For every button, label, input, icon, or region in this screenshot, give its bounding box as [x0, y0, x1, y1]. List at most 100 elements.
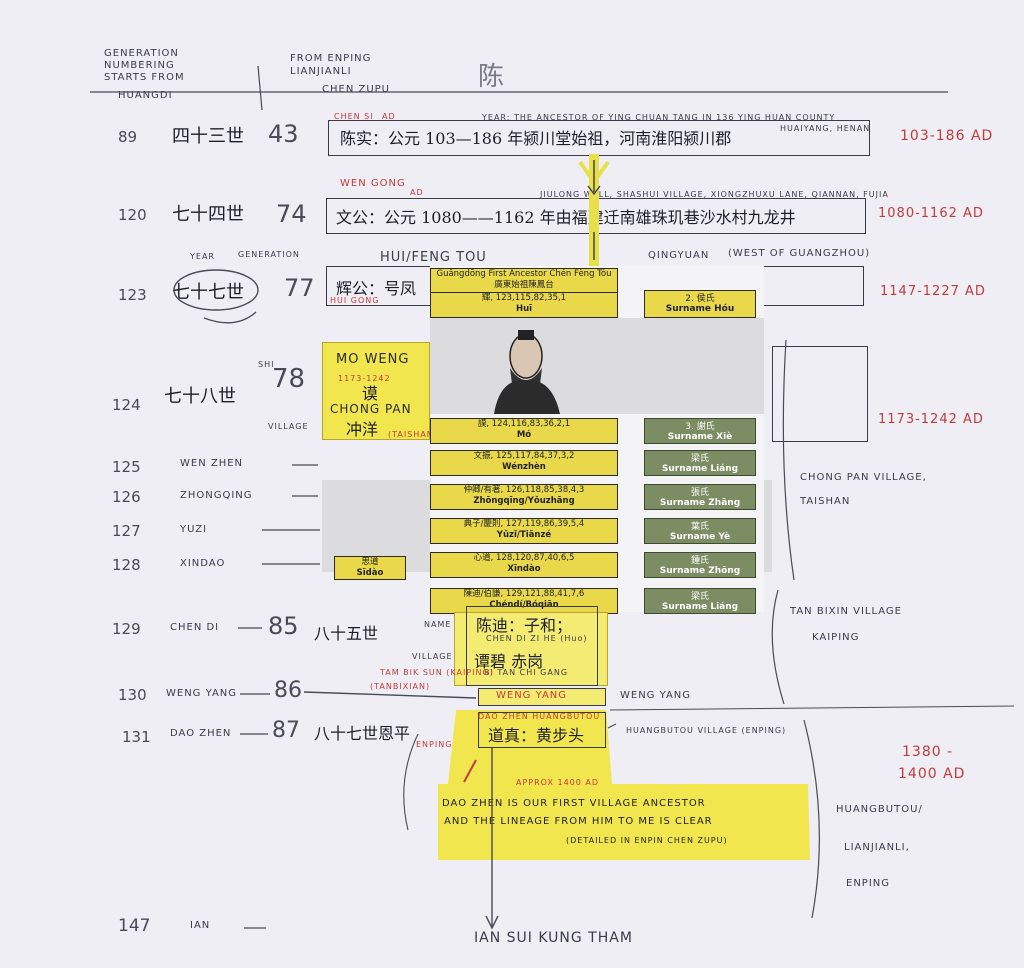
- row-place-note: (WEST OF GUANGZHOU): [728, 248, 871, 259]
- taishan-tag: (TAISHAN): [388, 430, 438, 439]
- name-cn-generation: 八十七世恩平: [314, 724, 411, 743]
- enping-label: ENPING: [416, 740, 453, 749]
- row-generation: 74: [276, 200, 307, 228]
- chen-di-box: [454, 612, 608, 686]
- chen-di-line2: 谭碧 赤岗: [474, 652, 544, 671]
- mo-weng-cn: 谟: [362, 384, 379, 403]
- row-years: 103-186 AD: [900, 128, 994, 144]
- note-line: (DETAILED IN ENPIN CHEN ZUPU): [566, 836, 728, 845]
- row-generation: 78: [272, 364, 306, 394]
- row-note-top: YEAR: THE ANCESTOR OF YING CHUAN TANG IN…: [482, 113, 836, 122]
- name-label: XINDAO: [180, 558, 226, 569]
- row-box-text: 陈实：公元 103—186 年颍川堂始祖，河南淮阳颍川郡: [340, 129, 732, 148]
- village-label-annotation: VILLAGE: [412, 652, 453, 661]
- row-num: 123: [118, 286, 147, 304]
- row-note-top: JIULONG WELL, SHASHUI VILLAGE, XIONGZHUX…: [540, 190, 889, 199]
- tan-bixin-village: KAIPING: [812, 632, 860, 643]
- name-generation: 87: [272, 718, 300, 743]
- mo-weng-years: 1173-1242: [338, 374, 391, 383]
- row-num: 120: [118, 206, 147, 224]
- note-line: DAO ZHEN IS OUR FIRST VILLAGE ANCESTOR: [442, 798, 706, 809]
- weng-yang-frame: [478, 688, 606, 706]
- name-label: IAN: [190, 920, 211, 931]
- row-cn-generation: 七十八世: [164, 386, 236, 407]
- year-label: YEAR: [190, 252, 215, 261]
- row-ad-mark: AD: [410, 188, 424, 197]
- mo-weng-village-cn: 冲洋: [346, 420, 379, 439]
- dao-zhen-frame: [478, 712, 606, 748]
- name-label: YUZI: [180, 524, 208, 535]
- row-ad-mark: AD: [382, 112, 396, 121]
- name-generation: 86: [274, 678, 302, 703]
- note-line: AND THE LINEAGE FROM HIM TO ME IS CLEAR: [444, 816, 713, 827]
- huangbutou-place: HUANGBUTOU/: [836, 804, 923, 815]
- generation-label: GENERATION: [238, 250, 300, 259]
- huangbutou-village: HUANGBUTOU VILLAGE (ENPING): [626, 726, 787, 735]
- tan-bixin-village: TAN BIXIN VILLAGE: [790, 606, 902, 617]
- chong-pan-village: CHONG PAN VILLAGE,: [800, 472, 927, 483]
- mo-weng-box: [322, 342, 430, 440]
- weng-yang-side: WENG YANG: [620, 690, 692, 701]
- row-generation: 77: [284, 274, 315, 302]
- surname-heading: 陈: [478, 62, 505, 92]
- row-generation: 43: [268, 120, 299, 148]
- row-num: 124: [112, 396, 141, 414]
- huangbutou-place: ENPING: [846, 878, 891, 889]
- name-label: WEN ZHEN: [180, 458, 244, 469]
- row-cn-generation: 四十三世: [172, 126, 244, 147]
- name-num: 126: [112, 488, 141, 506]
- row-cn-generation: 七十四世: [172, 204, 244, 225]
- portrait-band: [430, 318, 764, 414]
- footer-ian: IAN SUI KUNG THAM: [474, 930, 633, 946]
- name-label-annotation: NAME: [424, 620, 452, 629]
- name-num: 125: [112, 458, 141, 476]
- header-chen-zupu: CHEN ZUPU: [322, 84, 390, 95]
- name-num: 127: [112, 522, 141, 540]
- approx-note: APPROX 1400 AD: [516, 778, 600, 787]
- weng-yang-text: WENG YANG: [496, 690, 568, 701]
- name-cn-generation: 八十五世: [314, 624, 379, 643]
- years-1380: 1380 -: [902, 744, 954, 760]
- header-huangdi: HUANGDI: [118, 90, 173, 101]
- dao-zhen-red: DAO ZHEN HUANGBUTOU: [478, 712, 601, 721]
- row-red-label: HUI GONG: [330, 296, 380, 305]
- chen-di-line1-note: CHEN DI ZI HE (Huo): [486, 634, 588, 643]
- row-note-top: HUI/FENG TOU: [380, 250, 487, 265]
- shi-label: SHI: [258, 360, 275, 369]
- row-box-text: 辉公：号凤: [336, 279, 417, 298]
- row-num: 89: [118, 128, 138, 146]
- name-num: 147: [118, 916, 151, 936]
- row-red-label: CHEN SI: [334, 112, 374, 121]
- tanbixian-note: (TANBIXIAN): [370, 682, 431, 691]
- name-label: ZHONGQING: [180, 490, 253, 501]
- row-years: 1147-1227 AD: [880, 284, 986, 299]
- row-years: 1080-1162 AD: [878, 206, 984, 221]
- tambiksun-note: TAM BIK SUN (KAIPING): [380, 668, 494, 677]
- mo-weng-village: CHONG PAN: [330, 402, 412, 416]
- name-label: DAO ZHEN: [170, 728, 232, 739]
- name-num: 129: [112, 620, 141, 638]
- row-cn-generation: 七十七世: [172, 282, 244, 303]
- name-label: WENG YANG: [166, 688, 238, 699]
- name-num: 130: [118, 686, 147, 704]
- mo-weng-title: MO WENG: [336, 352, 410, 367]
- row-years: 1173-1242 AD: [878, 412, 984, 427]
- row-place: QINGYUAN: [648, 250, 710, 261]
